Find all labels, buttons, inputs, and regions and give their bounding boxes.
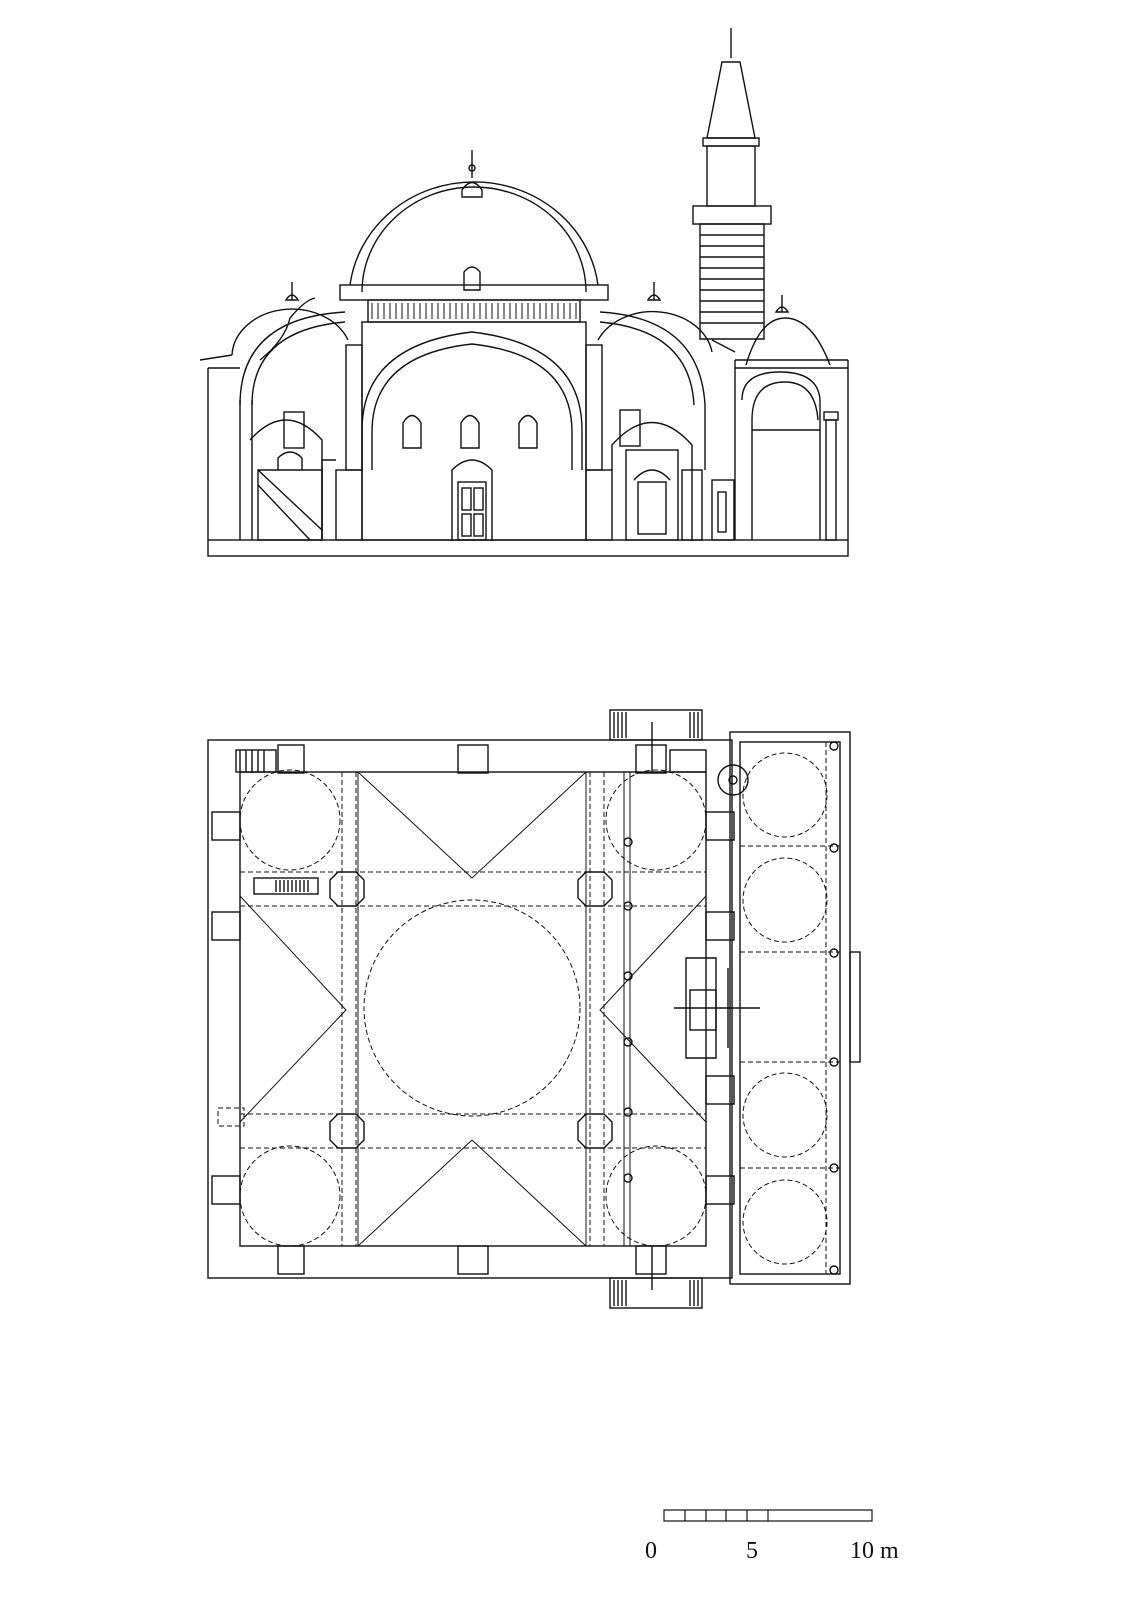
scale-label-5: 5 <box>746 1538 758 1564</box>
windows <box>402 414 538 449</box>
buttresses <box>211 744 735 1275</box>
central-door <box>451 459 493 541</box>
portico <box>734 295 848 541</box>
central-dome-outline <box>363 899 581 1117</box>
scale-bar <box>663 1509 873 1522</box>
minaret-stair-plan <box>717 764 749 796</box>
prayer-hall-walls <box>207 739 733 1279</box>
minaret <box>692 28 772 353</box>
side-door <box>625 449 679 541</box>
scale-label-10m: 10 m <box>850 1538 899 1564</box>
left-side-dome <box>199 282 349 541</box>
right-side-dome <box>597 282 735 541</box>
scale-label-0: 0 <box>645 1538 657 1564</box>
floor-plan <box>207 709 861 1309</box>
section-elevation <box>199 28 849 557</box>
main-entrance-plan <box>674 951 861 1063</box>
octagonal-piers <box>329 871 613 1149</box>
section-base <box>207 539 849 557</box>
central-dome <box>339 150 609 323</box>
portico-columns <box>623 741 839 1275</box>
